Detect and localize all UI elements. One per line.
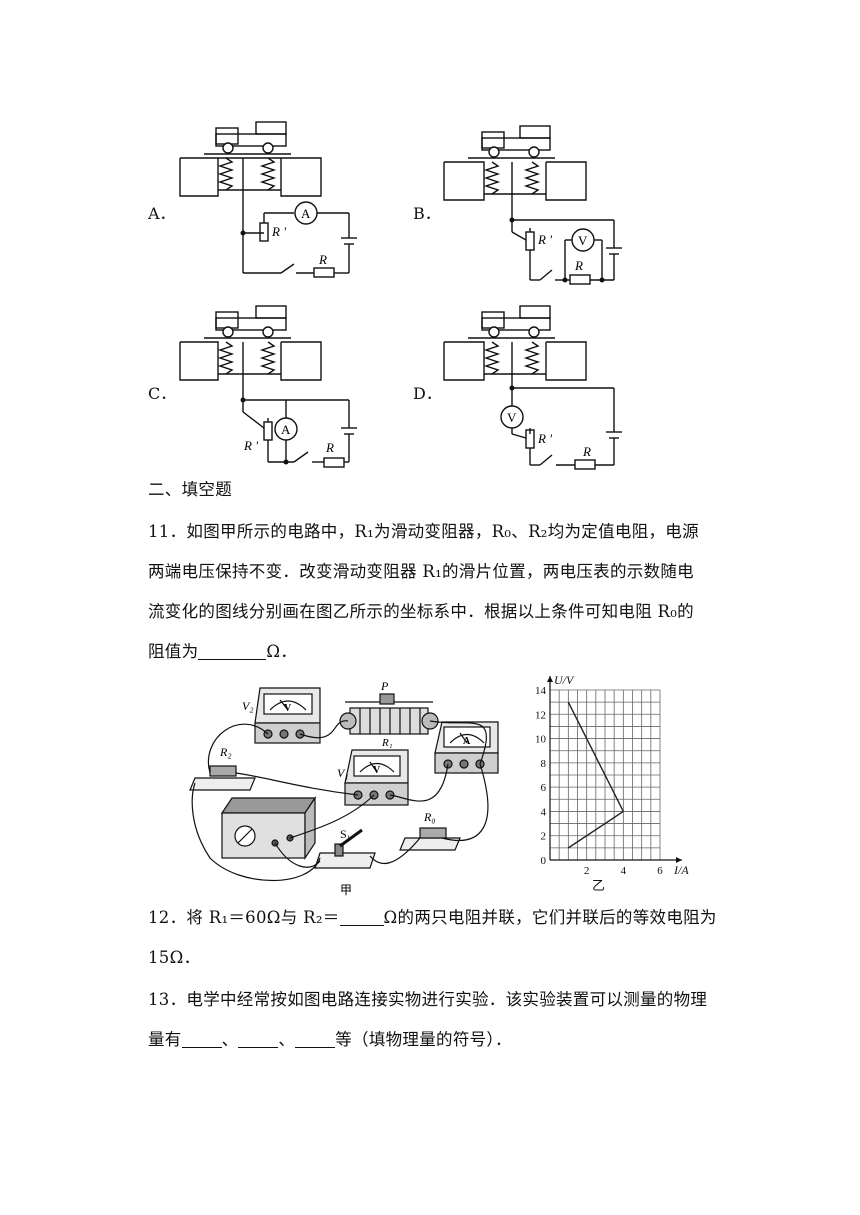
svg-text:R₁: R₁	[381, 737, 393, 749]
series-line-2	[567, 810, 624, 849]
y-tick-label: 10	[535, 734, 547, 746]
x-tick-label: 2	[584, 865, 590, 877]
svg-text:R: R	[325, 440, 334, 455]
svg-text:A: A	[463, 736, 471, 747]
q11-answer-blank[interactable]	[198, 641, 267, 660]
svg-text:V: V	[373, 765, 381, 776]
svg-text:R₀: R₀	[423, 810, 436, 824]
section-title: 二、填空题	[148, 480, 232, 499]
q13-line1: 13．电学中经常按如图电路连接实物进行实验．该实验装置可以测量的物理	[148, 990, 708, 1009]
x-axis-label: I/A	[673, 863, 689, 877]
option-d-label: D．	[413, 384, 442, 403]
voltmeter-symbol-d: V	[507, 410, 517, 425]
q11-line2: 两端电压保持不变．改变滑动变阻器 R₁的滑片位置，两电压表的示数随电	[148, 562, 694, 581]
series-line-1	[567, 701, 624, 812]
option-b-circuit: V R ' R	[443, 125, 622, 285]
option-c-label: C．	[148, 384, 177, 403]
svg-text:R ': R '	[537, 431, 552, 446]
y-axis-arrow	[547, 676, 553, 682]
figure-yi-chart: 0 2 4 6 8 10 12 14 2 4 6 U/V I/A 乙	[535, 673, 689, 893]
y-tick-label: 4	[541, 806, 547, 818]
x-axis-arrow	[676, 857, 682, 863]
y-tick-label: 6	[541, 782, 547, 794]
svg-text:R ': R '	[537, 232, 552, 247]
y-tick-label: 14	[535, 685, 547, 697]
svg-text:P: P	[380, 679, 389, 693]
svg-text:R: R	[318, 252, 327, 267]
option-c-circuit: A R ' R	[179, 305, 357, 468]
q13-line2: 量有、、等（填物理量的符号）．	[148, 1029, 512, 1049]
q13-blank-3[interactable]	[295, 1029, 336, 1048]
q13-blank-2[interactable]	[238, 1029, 279, 1048]
svg-text:S₁: S₁	[340, 827, 351, 841]
svg-text:R ': R '	[271, 224, 286, 239]
q12-answer-blank[interactable]	[339, 907, 384, 926]
y-tick-label: 8	[541, 758, 547, 770]
figure-jia-apparatus: V₂ V P R₁ A R₂ V₁ V R₀ S₁ 甲	[189, 679, 499, 897]
x-tick-label: 4	[621, 865, 627, 877]
svg-text:R: R	[574, 258, 583, 273]
svg-text:R ': R '	[243, 438, 258, 453]
y-axis-label: U/V	[554, 673, 575, 687]
q13-blank-1[interactable]	[181, 1029, 222, 1048]
q12-line1: 12．将 R₁＝60Ω与 R₂＝Ω的两只电阻并联，它们并联后的等效电阻为	[148, 907, 717, 927]
svg-text:V₁: V₁	[337, 766, 349, 780]
figure-yi-caption: 乙	[592, 878, 605, 893]
q11-line1: 11．如图甲所示的电路中，R₁为滑动变阻器，R₀、R₂均为定值电阻，电源	[148, 522, 699, 541]
ammeter-symbol-c: A	[281, 422, 291, 437]
x-tick-label: 6	[657, 865, 663, 877]
q12-line2: 15Ω．	[148, 948, 201, 967]
q11-line3: 流变化的图线分别画在图乙所示的坐标系中．根据以上条件可知电阻 R₀的	[148, 602, 694, 621]
option-b-label: B．	[413, 204, 441, 223]
y-tick-label: 2	[541, 831, 547, 843]
voltmeter-symbol-b: V	[578, 233, 588, 248]
y-tick-label: 12	[535, 709, 546, 721]
option-a-circuit: A R ' R	[179, 121, 357, 278]
svg-text:V: V	[284, 703, 292, 714]
svg-text:R₂: R₂	[219, 745, 232, 759]
ammeter-symbol-a: A	[301, 206, 311, 221]
svg-text:R: R	[582, 444, 591, 459]
figure-jia-caption: 甲	[340, 883, 352, 897]
option-d-circuit: V R ' R	[443, 305, 622, 470]
svg-text:V₂: V₂	[242, 699, 254, 713]
y-tick-label: 0	[541, 855, 547, 867]
option-a-label: A．	[148, 204, 176, 223]
